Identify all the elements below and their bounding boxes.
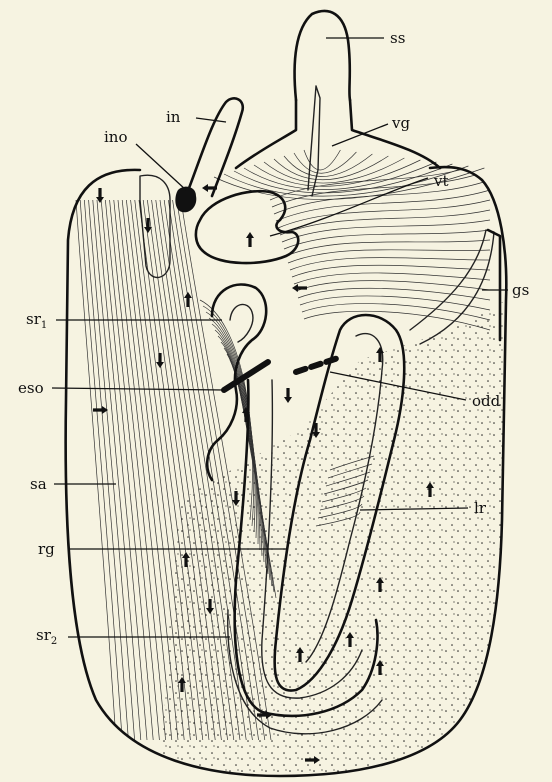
- in-tube: [186, 98, 243, 196]
- label-vt: vt: [433, 172, 449, 190]
- label-ino: ino: [104, 128, 128, 146]
- label-ss: ss: [390, 29, 405, 47]
- label-vg: vg: [391, 114, 410, 132]
- label-sr1: sr1: [26, 310, 47, 331]
- ino-blob: [175, 187, 196, 213]
- odd-bar: [296, 358, 338, 372]
- head-dome: [236, 100, 440, 168]
- sr1-inner: [230, 304, 253, 342]
- label-sr1-base: sr: [26, 310, 42, 328]
- label-rg: rg: [38, 540, 55, 558]
- label-sr2: sr2: [36, 626, 57, 647]
- eso-bar: [224, 362, 268, 390]
- label-in: in: [166, 108, 181, 126]
- label-sr2-base: sr: [36, 626, 52, 644]
- label-odd: odd: [472, 392, 501, 410]
- label-sa: sa: [30, 475, 47, 493]
- label-sr1-sub: 1: [41, 320, 47, 331]
- label-gs: gs: [512, 281, 529, 299]
- label-sr2-sub: 2: [51, 636, 57, 647]
- label-lr: lr: [474, 499, 487, 517]
- label-eso: eso: [18, 379, 44, 397]
- vt-chamber: [196, 191, 298, 263]
- ss-tube: [295, 11, 350, 100]
